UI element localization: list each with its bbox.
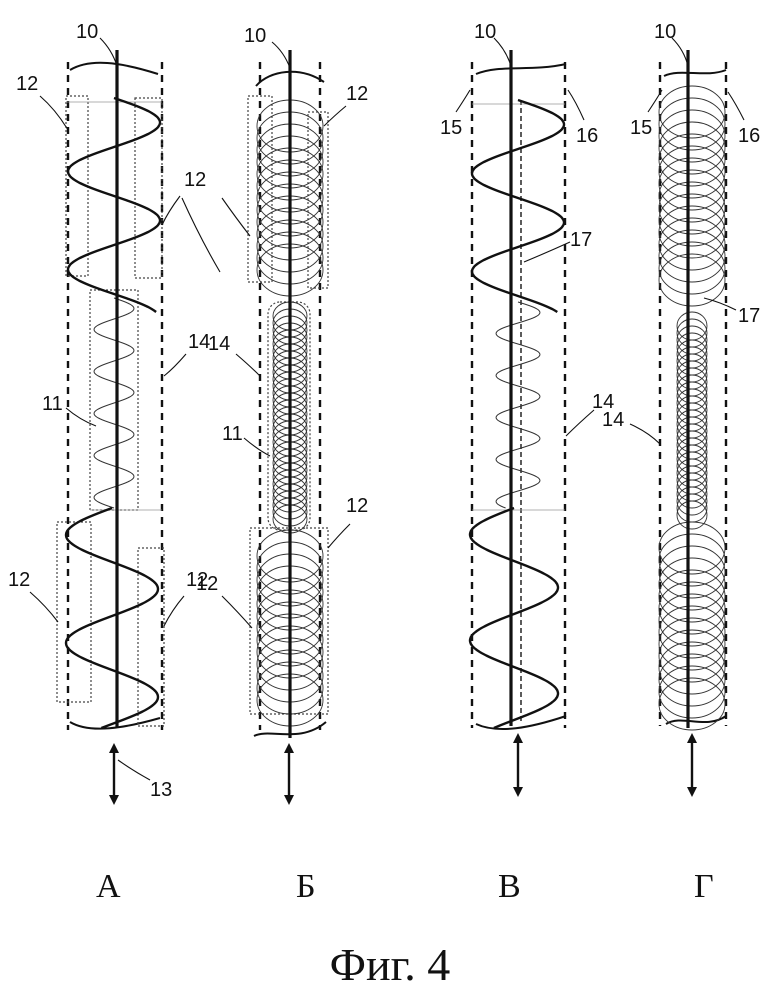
panel-label-v: В	[498, 868, 521, 905]
coil-lower-g-9	[659, 630, 725, 682]
helix-lower-v	[470, 508, 558, 728]
coil-lower-g-11	[659, 654, 725, 706]
ref-16-v: 16	[576, 125, 598, 147]
ref-10-a: 10	[76, 21, 98, 43]
coil-upper-g-14	[659, 254, 725, 306]
ref-12-b1: 12	[346, 83, 368, 105]
leader-14-g	[630, 424, 660, 444]
coil-lower-g-3	[659, 558, 725, 610]
leader-12-b1b	[222, 198, 250, 236]
leader-15-v	[456, 90, 470, 112]
coils-g	[659, 86, 725, 730]
frame-12-upper-right	[135, 98, 162, 278]
leader-10-b	[272, 42, 290, 68]
leader-14-a	[164, 354, 186, 376]
panel-v: 10 15 16 17 14 В	[440, 21, 614, 905]
ref-12-a1: 12	[16, 73, 38, 95]
ref-14-b: 14	[208, 333, 230, 355]
leader-17-v	[524, 242, 570, 262]
coil-lower-g-1	[659, 534, 725, 586]
coil-upper-g-11	[659, 218, 725, 270]
panel-b: 10 12 14 11 12 12 Б	[196, 25, 368, 905]
panel-g: 10 15 16 17 14 Г	[602, 21, 760, 905]
coil-lower-g-5	[659, 582, 725, 634]
panel-label-a: А	[96, 868, 121, 905]
coil-upper-g-5	[659, 146, 725, 198]
coil-upper-g-2	[659, 110, 725, 162]
panel-label-g: Г	[694, 868, 714, 905]
frame-11-middle	[90, 290, 138, 510]
coil-upper-g-4	[659, 134, 725, 186]
bottom-edge-g	[666, 716, 726, 724]
ref-14-g: 14	[602, 409, 624, 431]
helix-upper-a	[68, 98, 160, 312]
helix-small-a	[94, 298, 134, 508]
leader-11-b	[244, 438, 270, 456]
coil-lower-g-12	[659, 666, 725, 718]
leader-17-g	[704, 298, 736, 310]
leader-14-v	[566, 410, 594, 436]
coil-lower-g-2	[659, 546, 725, 598]
coil-upper-g-8	[659, 182, 725, 234]
ref-11-a: 11	[42, 393, 63, 415]
leader-12-b2	[328, 524, 350, 548]
helix-upper-v	[472, 100, 564, 312]
frame-12-lower-left	[57, 522, 91, 702]
ref-15-g: 15	[630, 117, 652, 139]
ref-12-a3: 12	[8, 569, 30, 591]
coil-upper-g-9	[659, 194, 725, 246]
coil-upper-g-0	[659, 86, 725, 138]
coil-upper-g-12	[659, 230, 725, 282]
leader-16-v	[568, 90, 584, 120]
coil-upper-g-7	[659, 170, 725, 222]
ref-15-v: 15	[440, 117, 462, 139]
coil-lower-g-8	[659, 618, 725, 670]
ref-10-g: 10	[654, 21, 676, 43]
top-edge-v	[476, 64, 566, 74]
leader-12-a2	[162, 196, 180, 225]
coil-upper-g-10	[659, 206, 725, 258]
ref-12-b2: 12	[346, 495, 368, 517]
coil-lower-g-10	[659, 642, 725, 694]
ref-11-b: 11	[222, 423, 243, 445]
leader-12-b3	[222, 596, 252, 628]
leader-16-g	[728, 92, 744, 120]
coil-lower-g-0	[659, 522, 725, 574]
leader-12-a2b	[182, 198, 220, 272]
coil-lower-g-7	[659, 606, 725, 658]
ref-12-a2: 12	[184, 169, 206, 191]
leader-12-a3	[30, 592, 58, 622]
leader-12-b1	[324, 106, 346, 126]
leader-13-a	[118, 760, 150, 780]
helix-small-v	[496, 302, 540, 508]
ref-16-g: 16	[738, 125, 760, 147]
top-edge-g	[664, 70, 726, 76]
panel-a: 10 12 12 14 11 12 12 13 А	[8, 21, 220, 905]
leader-12-a1	[40, 96, 68, 130]
ref-10-v: 10	[474, 21, 496, 43]
ref-17-v: 17	[570, 229, 592, 251]
leader-14-b	[236, 354, 260, 376]
coil-upper-g-13	[659, 242, 725, 294]
coil-lower-g-6	[659, 594, 725, 646]
helix-lower-a	[66, 508, 158, 728]
leader-11-a	[66, 408, 96, 426]
top-edge-a	[70, 63, 158, 74]
leader-12-a4	[164, 596, 184, 626]
coil-upper-g-6	[659, 158, 725, 210]
panel-label-b: Б	[296, 868, 316, 905]
figure-caption: Фиг. 4	[330, 939, 451, 990]
ref-17-g: 17	[738, 305, 760, 327]
coil-lower-g-4	[659, 570, 725, 622]
leader-10-v	[494, 38, 511, 66]
ref-12-b3: 12	[196, 573, 218, 595]
ref-14-a: 14	[188, 331, 210, 353]
coil-upper-g-3	[659, 122, 725, 174]
ref-10-b: 10	[244, 25, 266, 47]
coil-upper-g-1	[659, 98, 725, 150]
ref-13-a: 13	[150, 779, 172, 801]
